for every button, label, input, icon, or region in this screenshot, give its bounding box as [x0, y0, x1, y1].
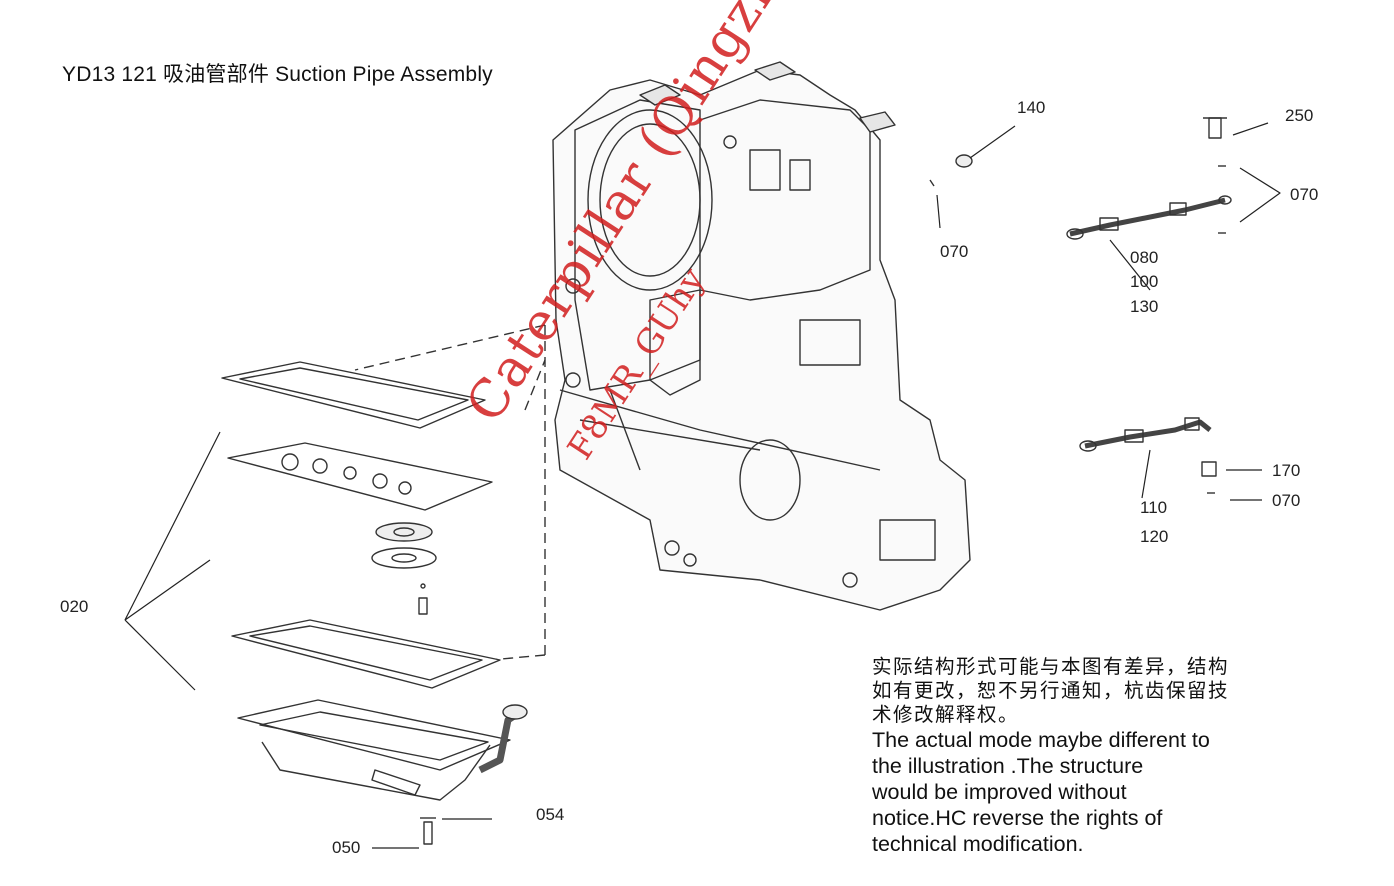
note-chinese-line-3: 术修改解释权。: [872, 703, 1020, 726]
callout-054: 054: [536, 805, 565, 824]
gearbox-housing: [552, 61, 971, 611]
note-chinese-line-1: 实际结构形式可能与本图有差异，结构: [872, 655, 1230, 678]
gasket-top: [221, 361, 486, 429]
callout-080: 080: [1130, 248, 1159, 267]
callout-120: 120: [1140, 527, 1169, 546]
oil-pan: [237, 699, 528, 845]
callout-170: 170: [1272, 461, 1301, 480]
sealing-rings: [371, 522, 437, 615]
callout-130: 130: [1130, 297, 1159, 316]
note-chinese-line-2: 如有更改，恕不另行通知，杭齿保留技: [872, 679, 1230, 702]
page-title: YD13 121 吸油管部件 Suction Pipe Assembly: [62, 63, 493, 86]
callout-140: 140: [1017, 98, 1046, 117]
note-english-line-5: technical modification.: [872, 832, 1084, 856]
callout-070-b: 070: [1290, 185, 1319, 204]
callout-100: 100: [1130, 272, 1159, 291]
pipe-110: [1079, 417, 1217, 494]
callout-110: 110: [1140, 498, 1168, 517]
gasket-bottom: [231, 619, 501, 689]
gasket-plate: [227, 442, 493, 511]
pipe-080: [1066, 117, 1232, 240]
callout-050: 050: [332, 838, 361, 857]
disclaimer-note: 实际结构形式可能与本图有差异，结构 如有更改，恕不另行通知，杭齿保留技 术修改解…: [872, 655, 1342, 857]
plug-140: [929, 154, 973, 187]
note-english-line-2: the illustration .The structure: [872, 754, 1144, 778]
note-english-line-3: would be improved without: [872, 780, 1127, 804]
callout-020: 020: [60, 597, 89, 616]
note-english-line-1: The actual mode maybe different to: [872, 728, 1210, 752]
note-english-line-4: notice.HC reverse the rights of: [872, 806, 1163, 830]
callout-250: 250: [1285, 106, 1314, 125]
callout-070-a: 070: [940, 242, 969, 261]
callout-070-c: 070: [1272, 491, 1301, 510]
